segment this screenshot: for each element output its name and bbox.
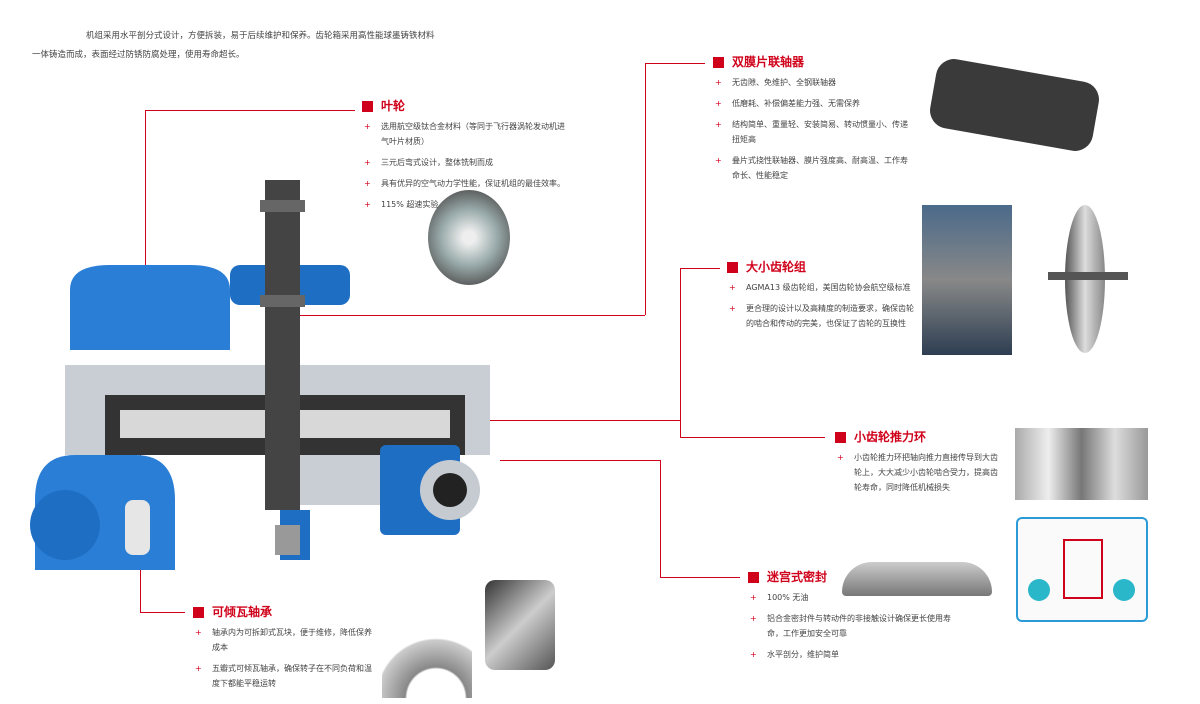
- bullet-square-icon: [727, 262, 738, 273]
- bullet-square-icon: [713, 57, 724, 68]
- bearing-pad-image: [485, 580, 555, 670]
- bullet-square-icon: [193, 607, 204, 618]
- diaphragm-coupling-image: [927, 56, 1102, 154]
- leader-line: [645, 63, 646, 315]
- leader-line: [645, 63, 705, 64]
- gear-shaft-image: [1048, 272, 1128, 280]
- leader-line: [660, 577, 740, 578]
- leader-line: [140, 612, 185, 613]
- leader-line: [500, 460, 660, 461]
- leader-line: [660, 460, 661, 578]
- tilting-pad-bearing-image: [382, 618, 472, 698]
- leader-line: [145, 110, 146, 310]
- bullet-square-icon: [748, 572, 759, 583]
- leader-line: [290, 315, 645, 316]
- thrust-diagram: [1016, 517, 1148, 622]
- bullet-square-icon: [362, 101, 373, 112]
- section-gear-set: 大小齿轮组 AGMA13 级齿轮组，美国齿轮协会航空级标准更合理的设计以及高精度…: [727, 260, 917, 337]
- section-labyrinth-seal: 迷宫式密封 100% 无油铝合金密封件与转动件的非接触设计确保更长使用寿命，工作…: [748, 570, 958, 668]
- bullet-square-icon: [835, 432, 846, 443]
- section-impeller: 叶轮 选用航空级钛合金材料（等同于飞行器涡轮发动机进气叶片材质）三元后弯式设计，…: [362, 99, 572, 218]
- gear-set-photo: [922, 205, 1012, 355]
- section-tilting-pad-bearing: 可倾瓦轴承 轴承内为可拆卸式瓦块，便于维修，降低保养成本五瓣式可倾瓦轴承，确保转…: [193, 605, 373, 697]
- blower-cutaway-illustration: [30, 180, 490, 570]
- pinion-thrust-ring-photo: [1015, 428, 1148, 500]
- section-coupling: 双膜片联轴器 无齿隙、免维护、全钢联轴器低磨耗、补偿偏差能力强、无需保养结构简单…: [713, 55, 913, 189]
- leader-line: [145, 110, 355, 111]
- leader-line: [680, 268, 720, 269]
- intro-text: 机组采用水平剖分式设计，方便拆装，易于后续维护和保养。齿轮箱采用高性能球墨铸铁材…: [32, 31, 435, 60]
- section-thrust-ring: 小齿轮推力环 小齿轮推力环把轴向推力直接传导到大齿轮上，大大减少小齿轮啮合受力，…: [835, 430, 1005, 501]
- leader-line: [680, 437, 825, 438]
- leader-line: [680, 268, 681, 438]
